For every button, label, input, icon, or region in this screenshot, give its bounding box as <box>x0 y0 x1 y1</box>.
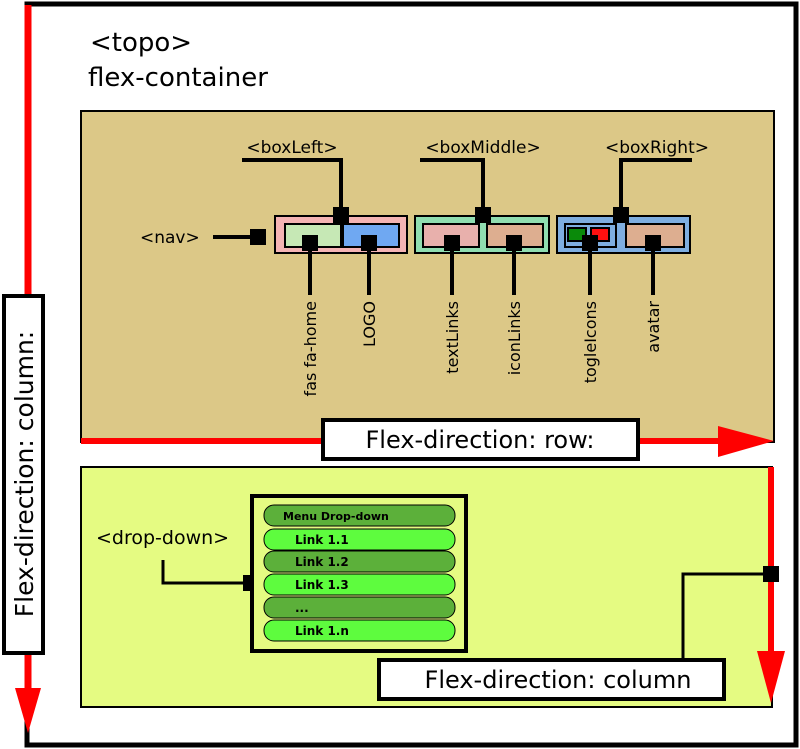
toggle-green-icon <box>567 227 587 242</box>
menu-item[interactable] <box>263 619 456 642</box>
nav-direction-label-box <box>321 418 640 461</box>
box-right-pointer <box>619 158 692 212</box>
outer-column-arrowhead <box>15 688 41 733</box>
menu-item-label: Link 1.1 <box>295 533 349 547</box>
menu-item-label: ... <box>295 601 309 615</box>
dropdown-label-anchor <box>763 566 779 582</box>
outer-subtitle: flex-container <box>88 63 268 93</box>
nav-row-arrowhead <box>718 426 774 457</box>
outer-direction-label-box <box>2 294 45 655</box>
nav-pointer-anchor <box>250 229 266 245</box>
dropdown-direction-label-box <box>377 658 726 701</box>
nav-panel <box>80 110 775 443</box>
label-logo: LOGO <box>360 301 379 347</box>
menu-header-label: Menu Drop-down <box>283 510 389 523</box>
box-right-tag: <boxRight> <box>605 138 709 158</box>
dropdown-column-arrowhead <box>757 651 785 703</box>
box-left-pointer <box>242 158 343 212</box>
box-middle-pointer <box>420 158 485 212</box>
nav-direction-label: Flex-direction: row: <box>366 426 595 454</box>
dropdown-tag-pointer <box>161 560 248 585</box>
label-avatar: avatar <box>644 301 663 353</box>
dropdown-direction-label: Flex-direction: column <box>425 666 692 694</box>
outer-tag: <topo> <box>90 28 192 58</box>
menu-item-label: Link 1.n <box>295 624 349 638</box>
child-pointers <box>302 235 661 295</box>
menu-item[interactable] <box>263 550 456 573</box>
dropdown-label-pointer <box>681 572 768 660</box>
box-left-anchor <box>333 207 349 223</box>
menu-item-label: Link 1.3 <box>295 578 349 592</box>
box-middle-anchor <box>475 207 491 223</box>
box-right-anchor <box>613 207 629 223</box>
menu-item[interactable] <box>263 528 456 551</box>
outer-direction-label: Flex-direction: column: <box>10 331 39 617</box>
menu-item-label: Link 1.2 <box>295 555 349 569</box>
menu-item[interactable] <box>263 573 456 596</box>
menu-item[interactable] <box>263 596 456 619</box>
menu-items <box>263 504 456 642</box>
label-textlinks: textLinks <box>443 301 462 374</box>
label-fas-fa-home: fas fa-home <box>301 301 320 396</box>
label-togleicons: togleIcons <box>581 301 600 383</box>
dropdown-tag: <drop-down> <box>96 527 229 549</box>
box-left-tag: <boxLeft> <box>246 138 337 158</box>
box-middle-tag: <boxMiddle> <box>425 138 540 158</box>
menu-header[interactable] <box>263 504 456 527</box>
nav-tag: <nav> <box>140 228 200 248</box>
label-iconlinks: iconLinks <box>505 301 524 375</box>
